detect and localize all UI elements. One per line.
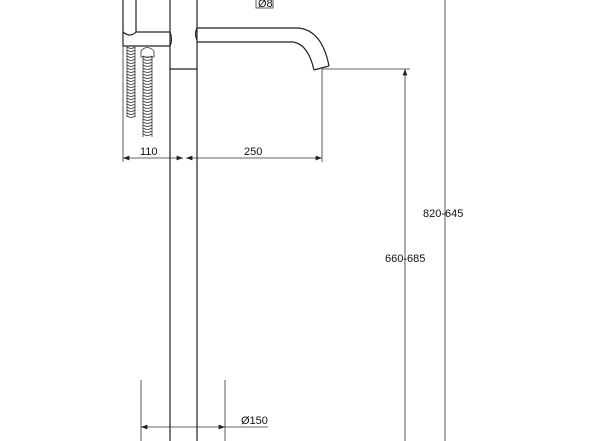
label-820-645: 820-645 [423, 208, 463, 220]
spout [194, 27, 330, 71]
label-150: Ø150 [241, 415, 268, 427]
label-110: 110 [140, 146, 158, 158]
handshower-holder [122, 0, 173, 47]
label-250: 250 [244, 146, 262, 158]
faucet-column [169, 0, 198, 441]
label-660-685: 660-685 [385, 253, 425, 265]
label-hose-diameter: Ø8 [258, 0, 273, 10]
hose-diameter-box [255, 0, 274, 9]
flexible-hoses [126, 46, 155, 137]
